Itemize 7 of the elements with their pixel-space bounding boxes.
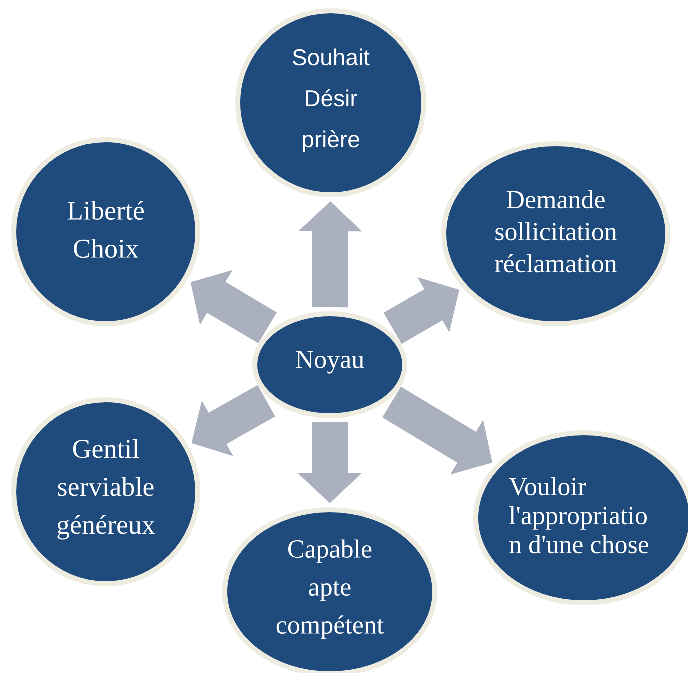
ellipse-node: Demande sollicitation réclamation (442, 142, 670, 326)
ellipse-node: Noyau (252, 312, 408, 418)
ellipse-node: Vouloir l'appropriatio n d'une chose (474, 430, 688, 606)
circle-node: Liberté Choix (12, 138, 200, 326)
ellipse-node: Capable apte compétent (222, 508, 438, 673)
ellipse-node: Souhait Désir prière (236, 8, 426, 198)
circle-node: Gentil serviable généreux (12, 398, 200, 586)
